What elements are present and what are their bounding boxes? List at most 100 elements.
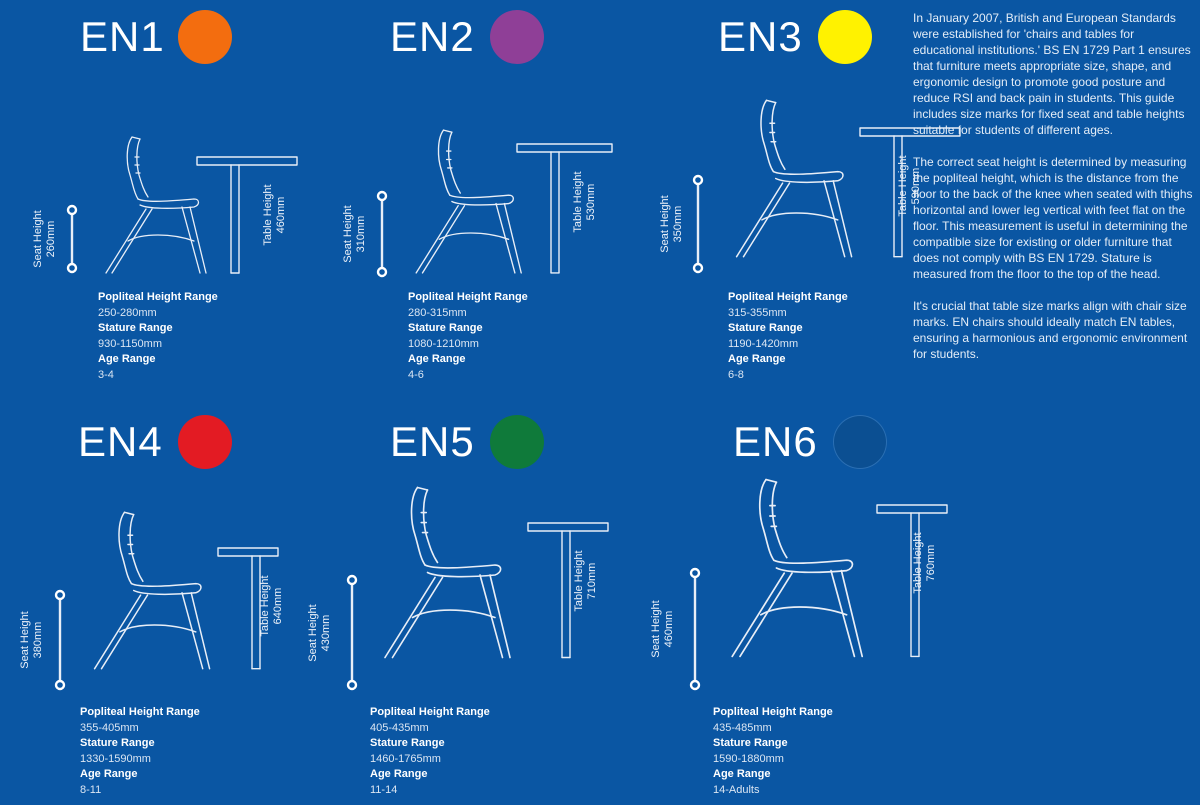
popliteal-range: 280-315mm: [408, 306, 467, 319]
table-height-caption: Table Height: [573, 550, 585, 612]
seat-height-label: Seat Height 460mm: [650, 569, 676, 689]
size-card-en2: EN2 Seat Height 310mm Table Height 530mm…: [340, 10, 630, 400]
age-range: 4-6: [408, 368, 424, 381]
popliteal-range: 435-485mm: [713, 721, 772, 734]
age-range: 8-11: [80, 783, 102, 796]
table-height-caption: Table Height: [259, 575, 271, 637]
table-height-label: Table Height 530mm: [572, 142, 598, 262]
stature-range: 1460-1765mm: [370, 752, 441, 765]
table-height-caption: Table Height: [897, 155, 909, 217]
color-dot-icon: [490, 415, 544, 469]
seat-height-value: 350mm: [672, 205, 684, 243]
seat-height-value: 310mm: [355, 215, 367, 253]
color-dot-icon: [178, 415, 232, 469]
stature-label: Stature Range: [713, 737, 788, 749]
seat-height-label: Seat Height 260mm: [32, 179, 58, 299]
seat-height-label: Seat Height 380mm: [19, 580, 45, 700]
table-height-value: 460mm: [275, 196, 287, 234]
spec-block: Popliteal Height Range 280-315mm Stature…: [408, 290, 528, 383]
seat-height-marker-icon: [689, 567, 701, 691]
seat-height-marker-icon: [346, 574, 358, 691]
seat-height-marker-icon: [692, 174, 704, 274]
chair-icon: [731, 478, 864, 658]
table-icon: [196, 156, 298, 274]
stature-label: Stature Range: [728, 322, 803, 334]
age-label: Age Range: [713, 768, 771, 780]
table-icon: [217, 547, 279, 670]
popliteal-label: Popliteal Height Range: [728, 291, 848, 303]
age-range: 14-Adults: [713, 783, 760, 796]
seat-height-marker-icon: [376, 190, 388, 278]
popliteal-range: 250-280mm: [98, 306, 157, 319]
table-height-value: 710mm: [586, 562, 598, 600]
table-height-value: 530mm: [585, 183, 597, 221]
color-dot-icon: [490, 10, 544, 64]
table-height-label: Table Height 760mm: [912, 503, 938, 623]
chair-icon: [384, 486, 511, 659]
description-paragraph-2: The correct seat height is determined by…: [913, 155, 1193, 281]
size-title: EN6: [733, 418, 818, 465]
spec-block: Popliteal Height Range 405-435mm Stature…: [370, 705, 490, 798]
size-title: EN2: [390, 13, 475, 60]
seat-height-caption: Seat Height: [650, 600, 662, 658]
table-icon: [527, 522, 609, 659]
color-dot-icon: [833, 415, 887, 469]
size-title: EN3: [718, 13, 803, 60]
stature-range: 1330-1590mm: [80, 752, 151, 765]
seat-height-label: Seat Height 350mm: [659, 164, 685, 284]
popliteal-range: 405-435mm: [370, 721, 429, 734]
age-label: Age Range: [80, 768, 138, 780]
age-range: 3-4: [98, 368, 114, 381]
description-paragraph-3: It's crucial that table size marks align…: [913, 299, 1188, 361]
popliteal-range: 315-355mm: [728, 306, 787, 319]
seat-height-label: Seat Height 310mm: [342, 174, 368, 294]
chair-table-illustration-icon: [54, 511, 279, 691]
seat-height-label: Seat Height 430mm: [307, 573, 333, 693]
table-height-label: Table Height 640mm: [259, 546, 285, 666]
spec-block: Popliteal Height Range 355-405mm Stature…: [80, 705, 200, 798]
chair-icon: [93, 511, 211, 670]
table-icon: [859, 127, 961, 258]
chair-table-illustration-icon: [689, 478, 948, 691]
seat-height-marker-icon: [54, 589, 66, 691]
popliteal-label: Popliteal Height Range: [80, 706, 200, 718]
popliteal-label: Popliteal Height Range: [370, 706, 490, 718]
seat-height-caption: Seat Height: [32, 210, 44, 268]
size-card-en5: EN5 Seat Height 430mm Table Height 710mm…: [307, 415, 610, 805]
seat-height-caption: Seat Height: [307, 603, 319, 662]
chair-table-illustration-icon: [66, 136, 298, 274]
size-card-en1: EN1 Seat Height 260mm Table Height 460mm…: [30, 10, 320, 400]
size-card-en6: EN6 Seat Height 460mm Table Height 760mm…: [650, 415, 955, 805]
description-paragraph-1: In January 2007, British and European St…: [913, 11, 1191, 137]
spec-block: Popliteal Height Range 435-485mm Stature…: [713, 705, 833, 798]
chair-table-illustration-icon: [376, 129, 613, 278]
table-height-caption: Table Height: [262, 184, 274, 246]
popliteal-label: Popliteal Height Range: [98, 291, 218, 303]
stature-range: 1590-1880mm: [713, 752, 784, 765]
size-card-en3: EN3 Seat Height 350mm Table Height 590mm…: [659, 10, 961, 400]
size-title: EN4: [78, 418, 163, 465]
popliteal-label: Popliteal Height Range: [408, 291, 528, 303]
popliteal-range: 355-405mm: [80, 721, 139, 734]
age-label: Age Range: [98, 353, 156, 365]
table-height-caption: Table Height: [572, 171, 584, 233]
seat-height-caption: Seat Height: [19, 611, 31, 669]
seat-height-caption: Seat Height: [659, 195, 671, 253]
stature-range: 930-1150mm: [98, 337, 162, 350]
spec-block: Popliteal Height Range 315-355mm Stature…: [728, 290, 848, 383]
color-dot-icon: [818, 10, 872, 64]
age-label: Age Range: [728, 353, 786, 365]
chair-table-illustration-icon: [346, 486, 609, 691]
age-range: 11-14: [370, 783, 398, 796]
chair-icon: [735, 99, 853, 258]
stature-label: Stature Range: [98, 322, 173, 334]
table-icon: [516, 143, 613, 274]
seat-height-marker-icon: [66, 204, 78, 274]
size-card-en4: EN4 Seat Height 380mm Table Height 640mm…: [19, 415, 320, 805]
chair-icon: [415, 129, 522, 274]
table-height-caption: Table Height: [912, 532, 924, 594]
chair-icon: [105, 136, 207, 274]
stature-range: 1190-1420mm: [728, 337, 799, 350]
table-height-value: 640mm: [272, 587, 284, 625]
size-title: EN1: [80, 13, 165, 60]
